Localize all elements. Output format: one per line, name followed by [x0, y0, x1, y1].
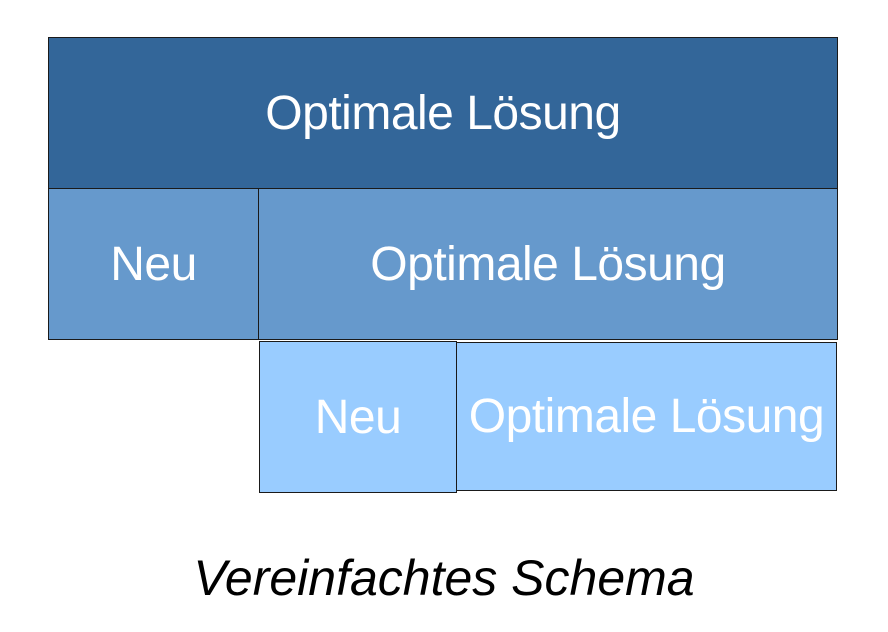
new-label: Neu — [314, 390, 402, 444]
new-box-level-3: Neu — [259, 341, 457, 493]
diagram-caption: Vereinfachtes Schema — [193, 550, 695, 606]
new-label: Neu — [110, 237, 197, 291]
optimal-solution-label: Optimale Lösung — [370, 237, 726, 291]
optimal-solution-label: Optimale Lösung — [265, 86, 621, 140]
new-box-level-2: Neu — [48, 188, 259, 340]
optimal-solution-box-level-1: Optimale Lösung — [48, 37, 838, 189]
optimal-solution-box-level-3: Optimale Lösung — [456, 342, 837, 491]
optimal-solution-label: Optimale Lösung — [468, 390, 825, 443]
optimal-solution-box-level-2: Optimale Lösung — [258, 188, 838, 340]
